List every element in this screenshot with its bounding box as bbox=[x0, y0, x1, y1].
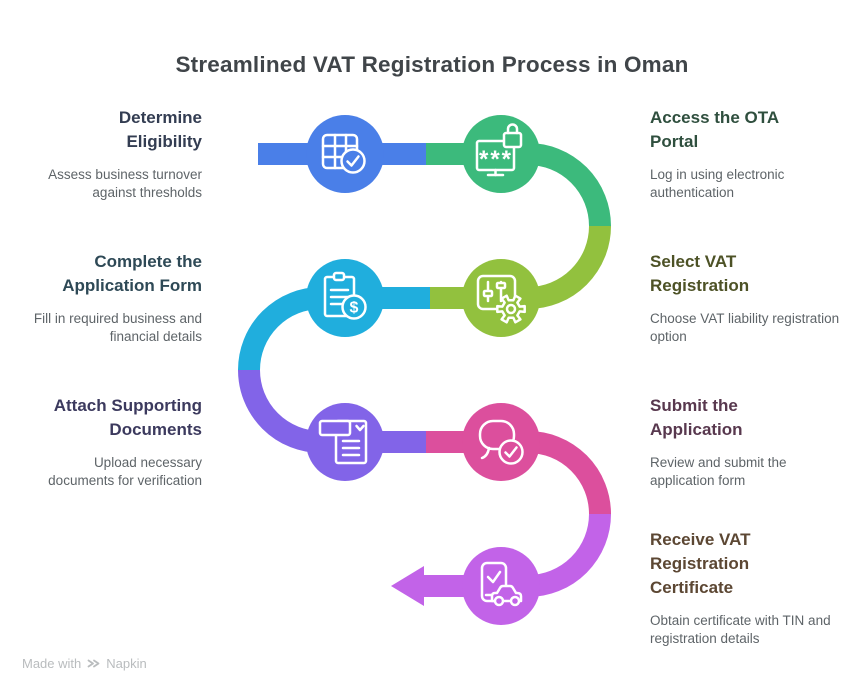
clipboard-dollar-icon: $ bbox=[323, 271, 367, 320]
step-5-title: Attach Supporting Documents bbox=[53, 396, 202, 439]
step-2-description: Log in using electronic authentication bbox=[650, 167, 785, 200]
step-3-description: Fill in required business and financial … bbox=[33, 311, 202, 344]
flow-end-arrowhead bbox=[391, 566, 424, 606]
step-1-title: Determine Eligibility bbox=[118, 108, 202, 151]
step-7-text-block: Receive VAT Registration Certificate Obt… bbox=[650, 528, 846, 648]
monitor-password-lock-icon: *** bbox=[475, 123, 523, 177]
step-7-description: Obtain certificate with TIN and registra… bbox=[650, 613, 831, 646]
table-check-icon bbox=[321, 133, 366, 174]
step-5-description: Upload necessary documents for verificat… bbox=[48, 455, 202, 488]
step-4-title: Select VAT Registration bbox=[650, 252, 750, 295]
sliders-gear-icon bbox=[476, 274, 526, 324]
made-with-napkin-credit: Made with Napkin bbox=[22, 656, 147, 671]
step-2-text-block: Access the OTA Portal Log in using elect… bbox=[650, 106, 846, 202]
made-with-label: Made with bbox=[22, 656, 82, 671]
password-mask-glyph: *** bbox=[479, 146, 513, 173]
page-title: Streamlined VAT Registration Process in … bbox=[175, 52, 689, 77]
step-1-text-block: Determine Eligibility Assess business tu… bbox=[20, 106, 202, 202]
step-7-title: Receive VAT Registration Certificate bbox=[650, 530, 751, 597]
step-3-title: Complete the Application Form bbox=[62, 252, 202, 295]
smartphone-check-car-icon bbox=[480, 561, 523, 607]
napkin-brand-label: Napkin bbox=[106, 656, 147, 671]
step-6-text-block: Submit the Application Review and submit… bbox=[650, 394, 846, 490]
step-3-text-block: Complete the Application Form Fill in re… bbox=[20, 250, 202, 346]
step-4-description: Choose VAT liability registration option bbox=[650, 311, 840, 344]
dollar-sign-glyph: $ bbox=[350, 300, 359, 317]
step-6-title: Submit the Application bbox=[650, 396, 743, 439]
document-check-icon bbox=[318, 419, 368, 465]
step-6-description: Review and submit the application form bbox=[650, 455, 787, 488]
napkin-logo-icon bbox=[87, 659, 100, 668]
step-5-text-block: Attach Supporting Documents Upload neces… bbox=[20, 394, 202, 490]
step-4-text-block: Select VAT Registration Choose VAT liabi… bbox=[650, 250, 846, 346]
step-1-description: Assess business turnover against thresho… bbox=[48, 167, 202, 200]
step-2-title: Access the OTA Portal bbox=[650, 108, 779, 151]
chat-check-icon bbox=[478, 419, 524, 465]
